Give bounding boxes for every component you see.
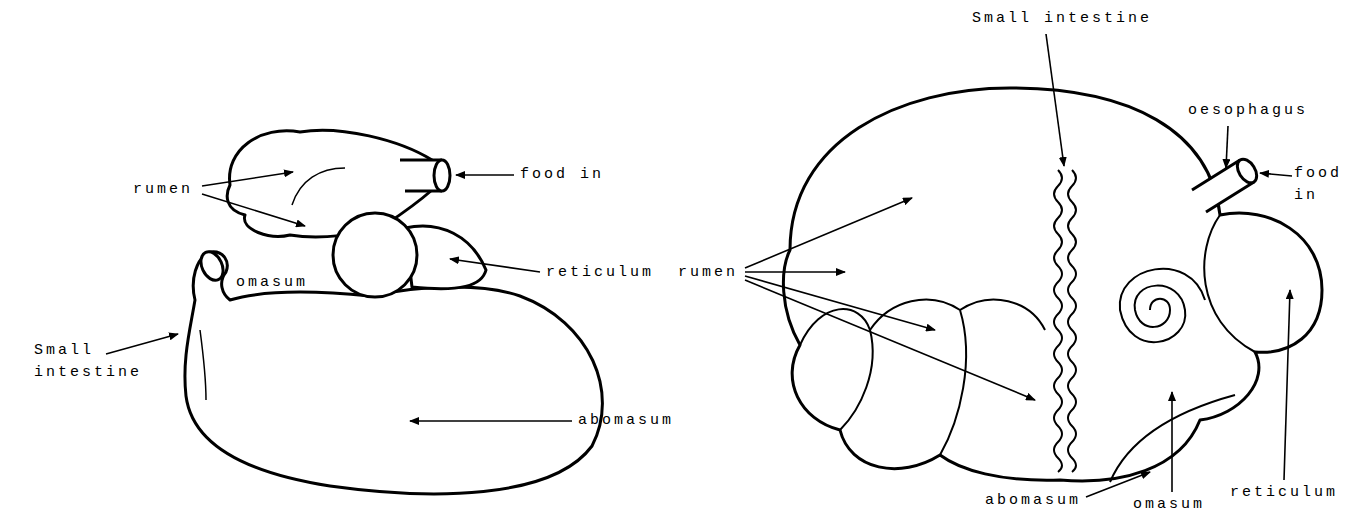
part-label: reticulum: [546, 262, 654, 284]
part-label: Small intestine: [972, 8, 1152, 30]
rumen-lobe: [960, 300, 1045, 330]
leader-arrow: [745, 280, 1035, 400]
part-label: abomasum: [578, 410, 674, 432]
part-label: oesophagus: [1188, 100, 1308, 122]
part-label: food in: [1294, 163, 1346, 207]
part-label: food in: [520, 164, 604, 186]
rumen-lobe: [870, 300, 966, 455]
leader-arrow: [410, 420, 572, 422]
intestine-opening: [197, 248, 228, 284]
rumen-lobe: [800, 309, 873, 430]
part-label: reticulum: [1230, 482, 1338, 504]
leader-arrow: [745, 276, 935, 330]
leader-arrow: [745, 271, 845, 273]
leader-arrow: [106, 334, 178, 354]
omasum-shape: [333, 213, 417, 297]
intestine-line: [200, 330, 206, 400]
part-label: omasum: [236, 272, 308, 294]
rumen-fold: [292, 168, 345, 205]
omasum-spiral: [1120, 269, 1205, 342]
part-label: rumen: [133, 179, 193, 201]
part-label: Small intestine: [34, 340, 146, 384]
leader-arrow: [202, 194, 305, 226]
leader-arrow: [1284, 290, 1290, 480]
small-intestine: [1068, 170, 1076, 472]
leader-arrow: [202, 172, 293, 186]
small-intestine: [1054, 170, 1062, 472]
leader-arrow: [745, 198, 912, 268]
leader-arrow: [1260, 173, 1292, 176]
oesophagus-opening: [1233, 156, 1260, 187]
leader-arrow: [456, 174, 514, 176]
rumen-shape: [783, 88, 1322, 481]
leader-arrow: [1226, 126, 1228, 168]
leader-arrow: [1046, 34, 1064, 166]
part-label: rumen: [678, 262, 738, 284]
leader-arrow: [450, 259, 540, 272]
reticulum-line: [1204, 215, 1255, 352]
part-label: abomasum: [985, 490, 1081, 512]
oesophagus-opening: [434, 160, 450, 191]
leader-arrow: [1086, 472, 1150, 497]
part-label: omasum: [1133, 494, 1205, 516]
leader-arrow: [1171, 392, 1173, 492]
